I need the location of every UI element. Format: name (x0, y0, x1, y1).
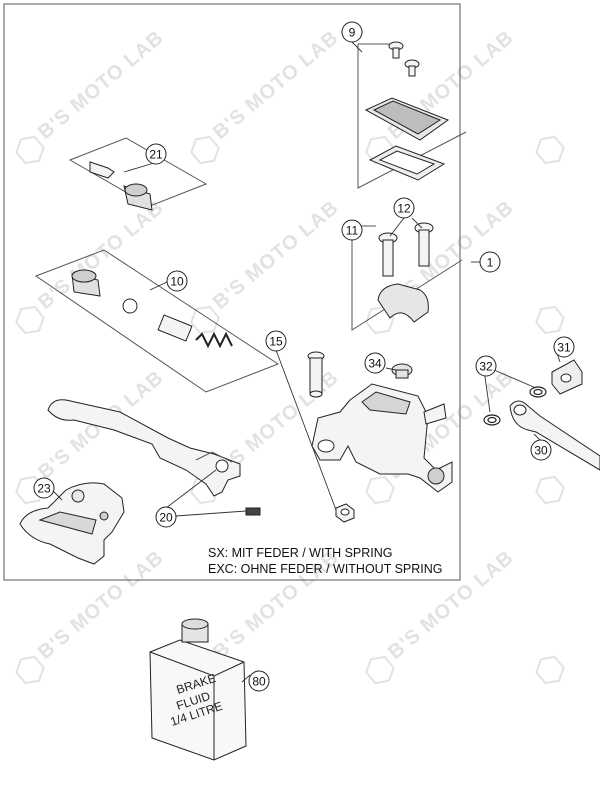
svg-text:21: 21 (149, 148, 163, 162)
watermark-text: B'S MOTO LAB (209, 26, 343, 143)
brake-fluid-bottle: BRAKE FLUID 1/4 LITRE (149, 618, 247, 761)
svg-text:11: 11 (346, 224, 359, 238)
pivot-nut (335, 503, 355, 523)
callout-12: 12 (393, 197, 415, 219)
svg-text:80: 80 (252, 675, 266, 689)
callout-23: 23 (33, 477, 55, 499)
callout-34: 34 (364, 352, 386, 374)
piston (157, 314, 193, 342)
bleed-screw (391, 363, 413, 379)
group-21-piston (68, 137, 208, 211)
cover-screw (388, 41, 404, 59)
lever-guard (19, 482, 125, 565)
svg-text:23: 23 (37, 482, 51, 496)
piston-spring (195, 331, 233, 349)
note-without-spring: EXC: OHNE FEDER / WITHOUT SPRING (208, 562, 443, 576)
callout-80: 80 (248, 670, 270, 692)
note-with-spring: SX: MIT FEDER / WITH SPRING (208, 546, 393, 560)
banjo-bolt (551, 359, 583, 395)
group-11-12-clamp (351, 222, 463, 331)
callouts: 9 21 12 11 1 10 15 34 (33, 21, 575, 692)
callout-32: 32 (475, 355, 497, 377)
callout-15: 15 (265, 330, 287, 352)
assembly-frame (3, 3, 461, 581)
svg-text:1: 1 (487, 256, 494, 270)
callout-11: 11 (341, 219, 363, 241)
callout-20: 20 (155, 506, 177, 528)
callout-9: 9 (341, 21, 363, 43)
clamp-bolt (378, 232, 398, 277)
leader-lines (51, 41, 561, 683)
watermark-text: B'S MOTO LAB (34, 546, 168, 663)
svg-text:10: 10 (170, 275, 184, 289)
sealing-washer (529, 386, 547, 398)
svg-text:30: 30 (534, 444, 548, 458)
watermark-text: B'S MOTO LAB (34, 26, 168, 143)
sealing-washer (483, 414, 501, 426)
group-9-reservoir-cover (357, 41, 467, 189)
svg-text:20: 20 (159, 511, 173, 525)
callout-30: 30 (530, 439, 552, 461)
callout-1: 1 (479, 251, 501, 273)
svg-text:9: 9 (349, 26, 356, 40)
svg-text:31: 31 (557, 341, 571, 355)
handlebar-clamp (377, 283, 429, 323)
svg-text:34: 34 (368, 357, 382, 371)
watermark-text: B'S MOTO LAB (34, 196, 168, 313)
callout-10: 10 (166, 270, 188, 292)
svg-text:15: 15 (269, 335, 283, 349)
group-10-piston-kit (34, 249, 280, 393)
pivot-bolt (307, 351, 325, 398)
cover-screw (404, 59, 420, 77)
brake-line (509, 400, 600, 471)
callout-21: 21 (145, 143, 167, 165)
brake-lever (47, 399, 241, 497)
callout-31: 31 (553, 336, 575, 358)
svg-text:12: 12 (397, 202, 411, 216)
circlip (122, 298, 138, 314)
watermark-text: B'S MOTO LAB (209, 196, 343, 313)
master-cylinder-body (311, 383, 453, 493)
svg-text:32: 32 (479, 360, 493, 374)
piston-pin (89, 161, 115, 179)
adjuster-screw (245, 507, 261, 516)
